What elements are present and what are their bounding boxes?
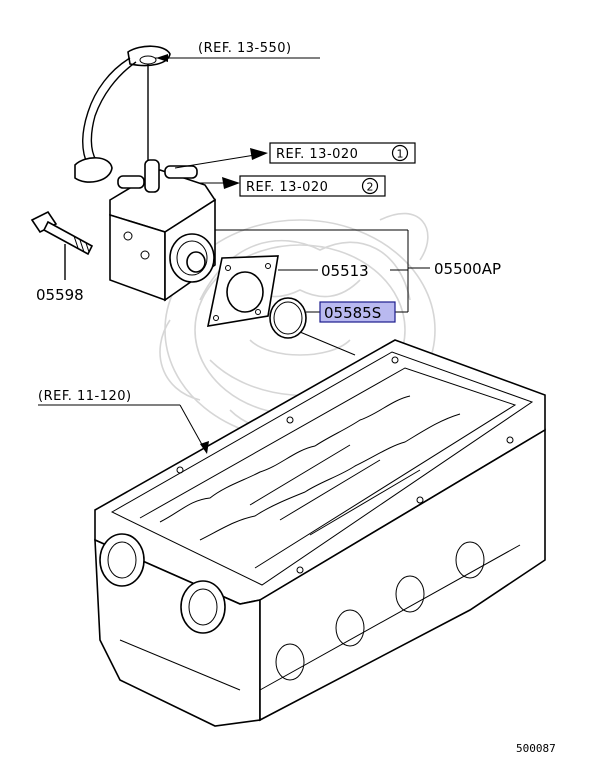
ref-2-marker: 2	[367, 181, 374, 194]
ref-fuel-line-label: (REF. 13-550)	[198, 41, 292, 56]
cylinder-head	[94, 339, 546, 727]
o-ring-part-number: 05585S	[324, 304, 381, 322]
fuel-pump	[109, 159, 217, 302]
fuel-line	[74, 45, 171, 183]
ref-1-label: REF. 13-020 1	[269, 142, 416, 164]
ref-2-marker-circle	[361, 177, 379, 195]
ref-1-marker: 1	[397, 148, 404, 161]
figure-code: 500087	[516, 742, 556, 755]
o-ring-label: 05585S	[319, 301, 396, 323]
ref-cylinder-head-text: (REF. 11-120)	[38, 389, 132, 404]
pump-assembly-part-number: 05500AP	[434, 260, 501, 278]
ref-2-text: REF. 13-020	[246, 180, 328, 195]
o-ring	[269, 297, 307, 339]
ref-1-text: REF. 13-020	[276, 147, 358, 162]
leader-lines	[38, 54, 430, 454]
gasket-part-number: 05513	[321, 262, 369, 280]
gasket	[206, 255, 279, 327]
ref-fuel-line-text: (REF. 13-550)	[198, 41, 292, 56]
ref-2-label: REF. 13-020 2	[239, 175, 386, 197]
o-ring-highlight	[319, 301, 396, 323]
ref-1-marker-circle	[391, 144, 409, 162]
mounting-bolt	[30, 210, 94, 280]
bolt-part-number: 05598	[36, 286, 84, 304]
